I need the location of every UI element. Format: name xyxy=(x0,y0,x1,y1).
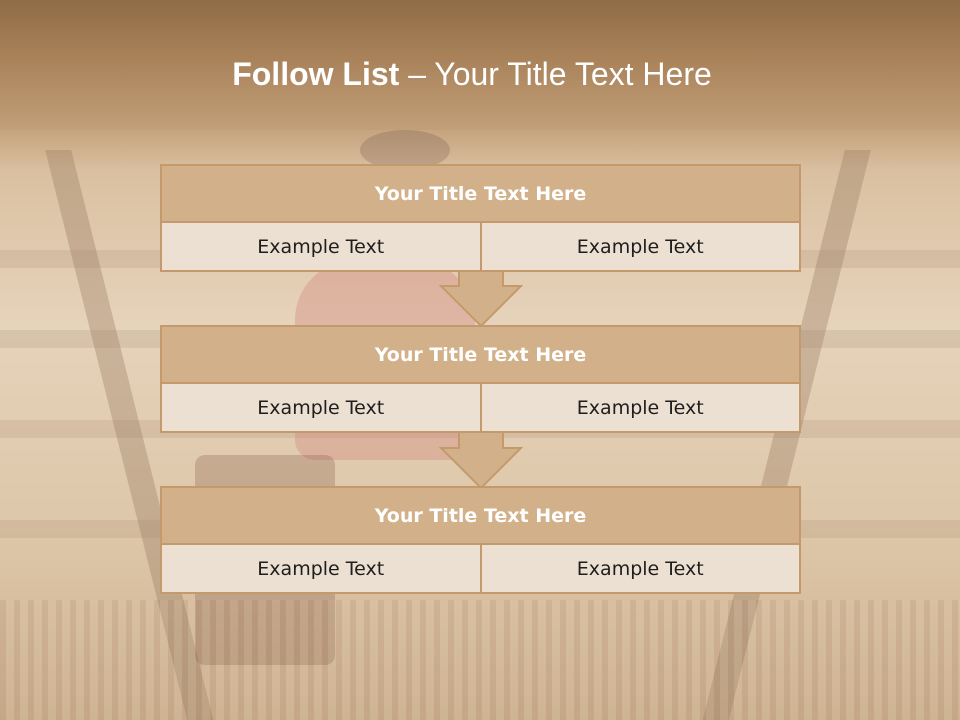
list-block-2: Your Title Text Here Example Text Exampl… xyxy=(160,325,801,433)
block-row: Example Text Example Text xyxy=(162,223,799,270)
block-cell-left: Example Text xyxy=(257,396,385,419)
down-arrow-icon xyxy=(439,430,523,490)
list-block-3: Your Title Text Here Example Text Exampl… xyxy=(160,486,801,594)
child-hat xyxy=(360,130,450,170)
slide-title-rest: – Your Title Text Here xyxy=(399,56,712,92)
block-row: Example Text Example Text xyxy=(162,384,799,431)
block-cell-right: Example Text xyxy=(479,223,800,270)
block-cell-right: Example Text xyxy=(479,384,800,431)
block-heading: Your Title Text Here xyxy=(162,166,799,223)
title-band-fade xyxy=(0,125,960,170)
slide-title: Follow List – Your Title Text Here xyxy=(0,56,944,93)
block-cell-right: Example Text xyxy=(479,545,800,592)
gravel xyxy=(0,600,960,720)
slide-title-bold: Follow List xyxy=(232,56,400,92)
block-heading: Your Title Text Here xyxy=(162,327,799,384)
block-row: Example Text Example Text xyxy=(162,545,799,592)
block-cell-left: Example Text xyxy=(257,235,385,258)
block-cell-left: Example Text xyxy=(257,557,385,580)
title-band xyxy=(0,0,960,130)
down-arrow-icon xyxy=(439,268,523,328)
block-heading: Your Title Text Here xyxy=(162,488,799,545)
list-block-1: Your Title Text Here Example Text Exampl… xyxy=(160,164,801,272)
